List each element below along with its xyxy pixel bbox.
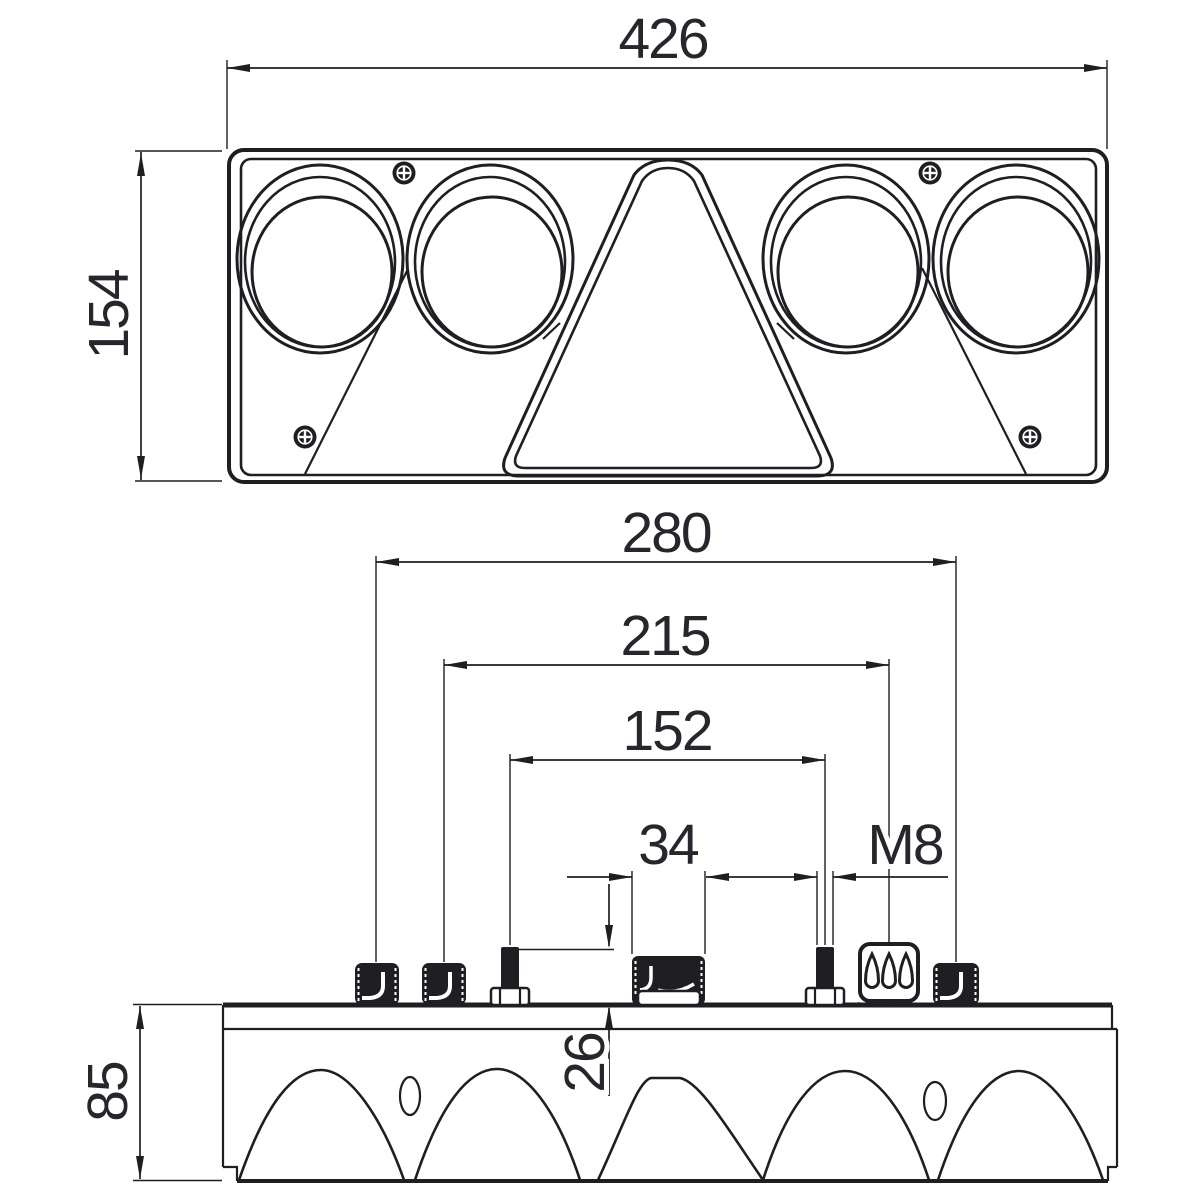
lens-divider-lines <box>304 267 1027 475</box>
lens-outer-ring <box>405 163 575 355</box>
dim-label-26: 26 <box>553 1033 617 1093</box>
lens-2 <box>405 163 575 355</box>
dim-label-280: 280 <box>621 501 710 565</box>
lens-outer-ring <box>235 163 405 355</box>
lens-inner-ring <box>776 195 920 349</box>
lamp-front-outline <box>227 148 1109 484</box>
dim-height-154: 154 <box>72 150 222 482</box>
dim-label-34: 34 <box>638 813 699 877</box>
body-step-left <box>223 1165 239 1181</box>
dim-label-152: 152 <box>622 699 711 763</box>
hex-bolt-right <box>804 947 846 1007</box>
housing-inner-edge <box>239 157 1098 477</box>
dim-label-426: 426 <box>618 7 707 71</box>
bolt-shank <box>501 947 519 990</box>
hump-2 <box>413 1067 582 1181</box>
screw-top-left <box>392 161 416 185</box>
lens-inner-ring <box>420 195 564 349</box>
warning-triangle <box>502 158 834 478</box>
terminal-block <box>632 956 705 1007</box>
divider-right <box>921 267 1027 475</box>
arrowhead-left <box>444 661 467 669</box>
bridge-right <box>776 322 795 340</box>
front-view: 426 154 <box>72 2 1109 484</box>
mounting-stud-2 <box>422 963 466 1005</box>
arrowhead-left <box>510 756 533 764</box>
hex-bolt-left <box>489 947 531 1007</box>
dim-26: 26 <box>519 884 622 1098</box>
arrowhead-down <box>605 925 613 948</box>
screw-hole-left <box>398 1075 422 1117</box>
lens-humps <box>237 1067 1105 1181</box>
stud-body <box>422 963 466 1005</box>
arrowhead-up <box>137 153 145 176</box>
arrowhead-down <box>136 1156 144 1179</box>
arrowhead-right <box>794 873 817 881</box>
stud-body <box>355 963 399 1005</box>
dim-width-426: 426 <box>226 2 1108 149</box>
stud-highlight <box>429 972 452 1000</box>
hump-5 <box>936 1069 1105 1181</box>
arrowhead-right <box>802 756 825 764</box>
block-highlight <box>639 966 653 992</box>
hump-1 <box>237 1068 406 1181</box>
dim-215: 215 <box>443 599 890 962</box>
arrowhead-down <box>137 456 145 479</box>
connector-pin <box>897 950 915 989</box>
lens-3 <box>761 163 931 355</box>
lens-inner-ring <box>250 195 394 349</box>
lens-1 <box>235 163 405 355</box>
arrowhead-left <box>833 873 856 881</box>
arrowhead-left <box>376 558 399 566</box>
connector-pin <box>880 950 898 989</box>
arrowhead-left <box>227 64 250 72</box>
dim-34: 34 <box>567 808 817 954</box>
dim-label-85: 85 <box>76 1062 140 1122</box>
dim-152: 152 <box>509 694 826 945</box>
housing-outer-edge <box>227 148 1109 484</box>
bottom-view: 280 215 152 34 <box>71 496 1119 1183</box>
stud-highlight <box>362 972 385 1000</box>
connector-swoosh <box>857 1000 901 1008</box>
screw-hole-right <box>922 1080 948 1122</box>
mounting-stud-3 <box>933 963 979 1005</box>
dim-label-154: 154 <box>77 269 141 359</box>
bolt-shank <box>816 947 834 990</box>
dim-m8: M8 <box>794 808 950 945</box>
connector-pin <box>863 950 881 989</box>
body-step-right <box>1106 1165 1117 1181</box>
lens-4 <box>931 163 1101 355</box>
triangle-inner <box>513 166 823 470</box>
arrowhead-right <box>933 558 956 566</box>
dim-85: 85 <box>71 1003 222 1182</box>
bolt-nut <box>489 986 531 1007</box>
hump-4 <box>761 1069 931 1181</box>
screw-top-right <box>918 161 942 185</box>
arrowhead-left <box>706 873 729 881</box>
arrowhead-right <box>609 873 632 881</box>
dim-label-m8: M8 <box>867 813 942 877</box>
lens-outer-ring <box>761 163 931 355</box>
triangle-outer <box>502 158 834 478</box>
dim-label-215: 215 <box>620 604 709 668</box>
stud-body <box>933 963 979 1005</box>
screw-bottom-right <box>1018 425 1042 449</box>
block-base <box>636 989 702 1007</box>
arrowhead-up <box>136 1006 144 1029</box>
hump-3-triangle <box>596 1076 765 1181</box>
connector-3pin <box>857 942 920 1008</box>
bolt-nut <box>804 986 846 1007</box>
arrowhead-right <box>866 661 889 669</box>
screw-bottom-left <box>293 425 317 449</box>
bridge-left <box>542 322 561 340</box>
mounting-stud-1 <box>355 963 399 1005</box>
dim-280: 280 <box>375 496 957 962</box>
lens-outer-ring <box>931 163 1101 355</box>
arrowhead-right <box>1084 64 1107 72</box>
divider-left <box>304 270 408 475</box>
lens-inner-ring <box>946 195 1090 349</box>
stud-highlight <box>940 972 963 1000</box>
